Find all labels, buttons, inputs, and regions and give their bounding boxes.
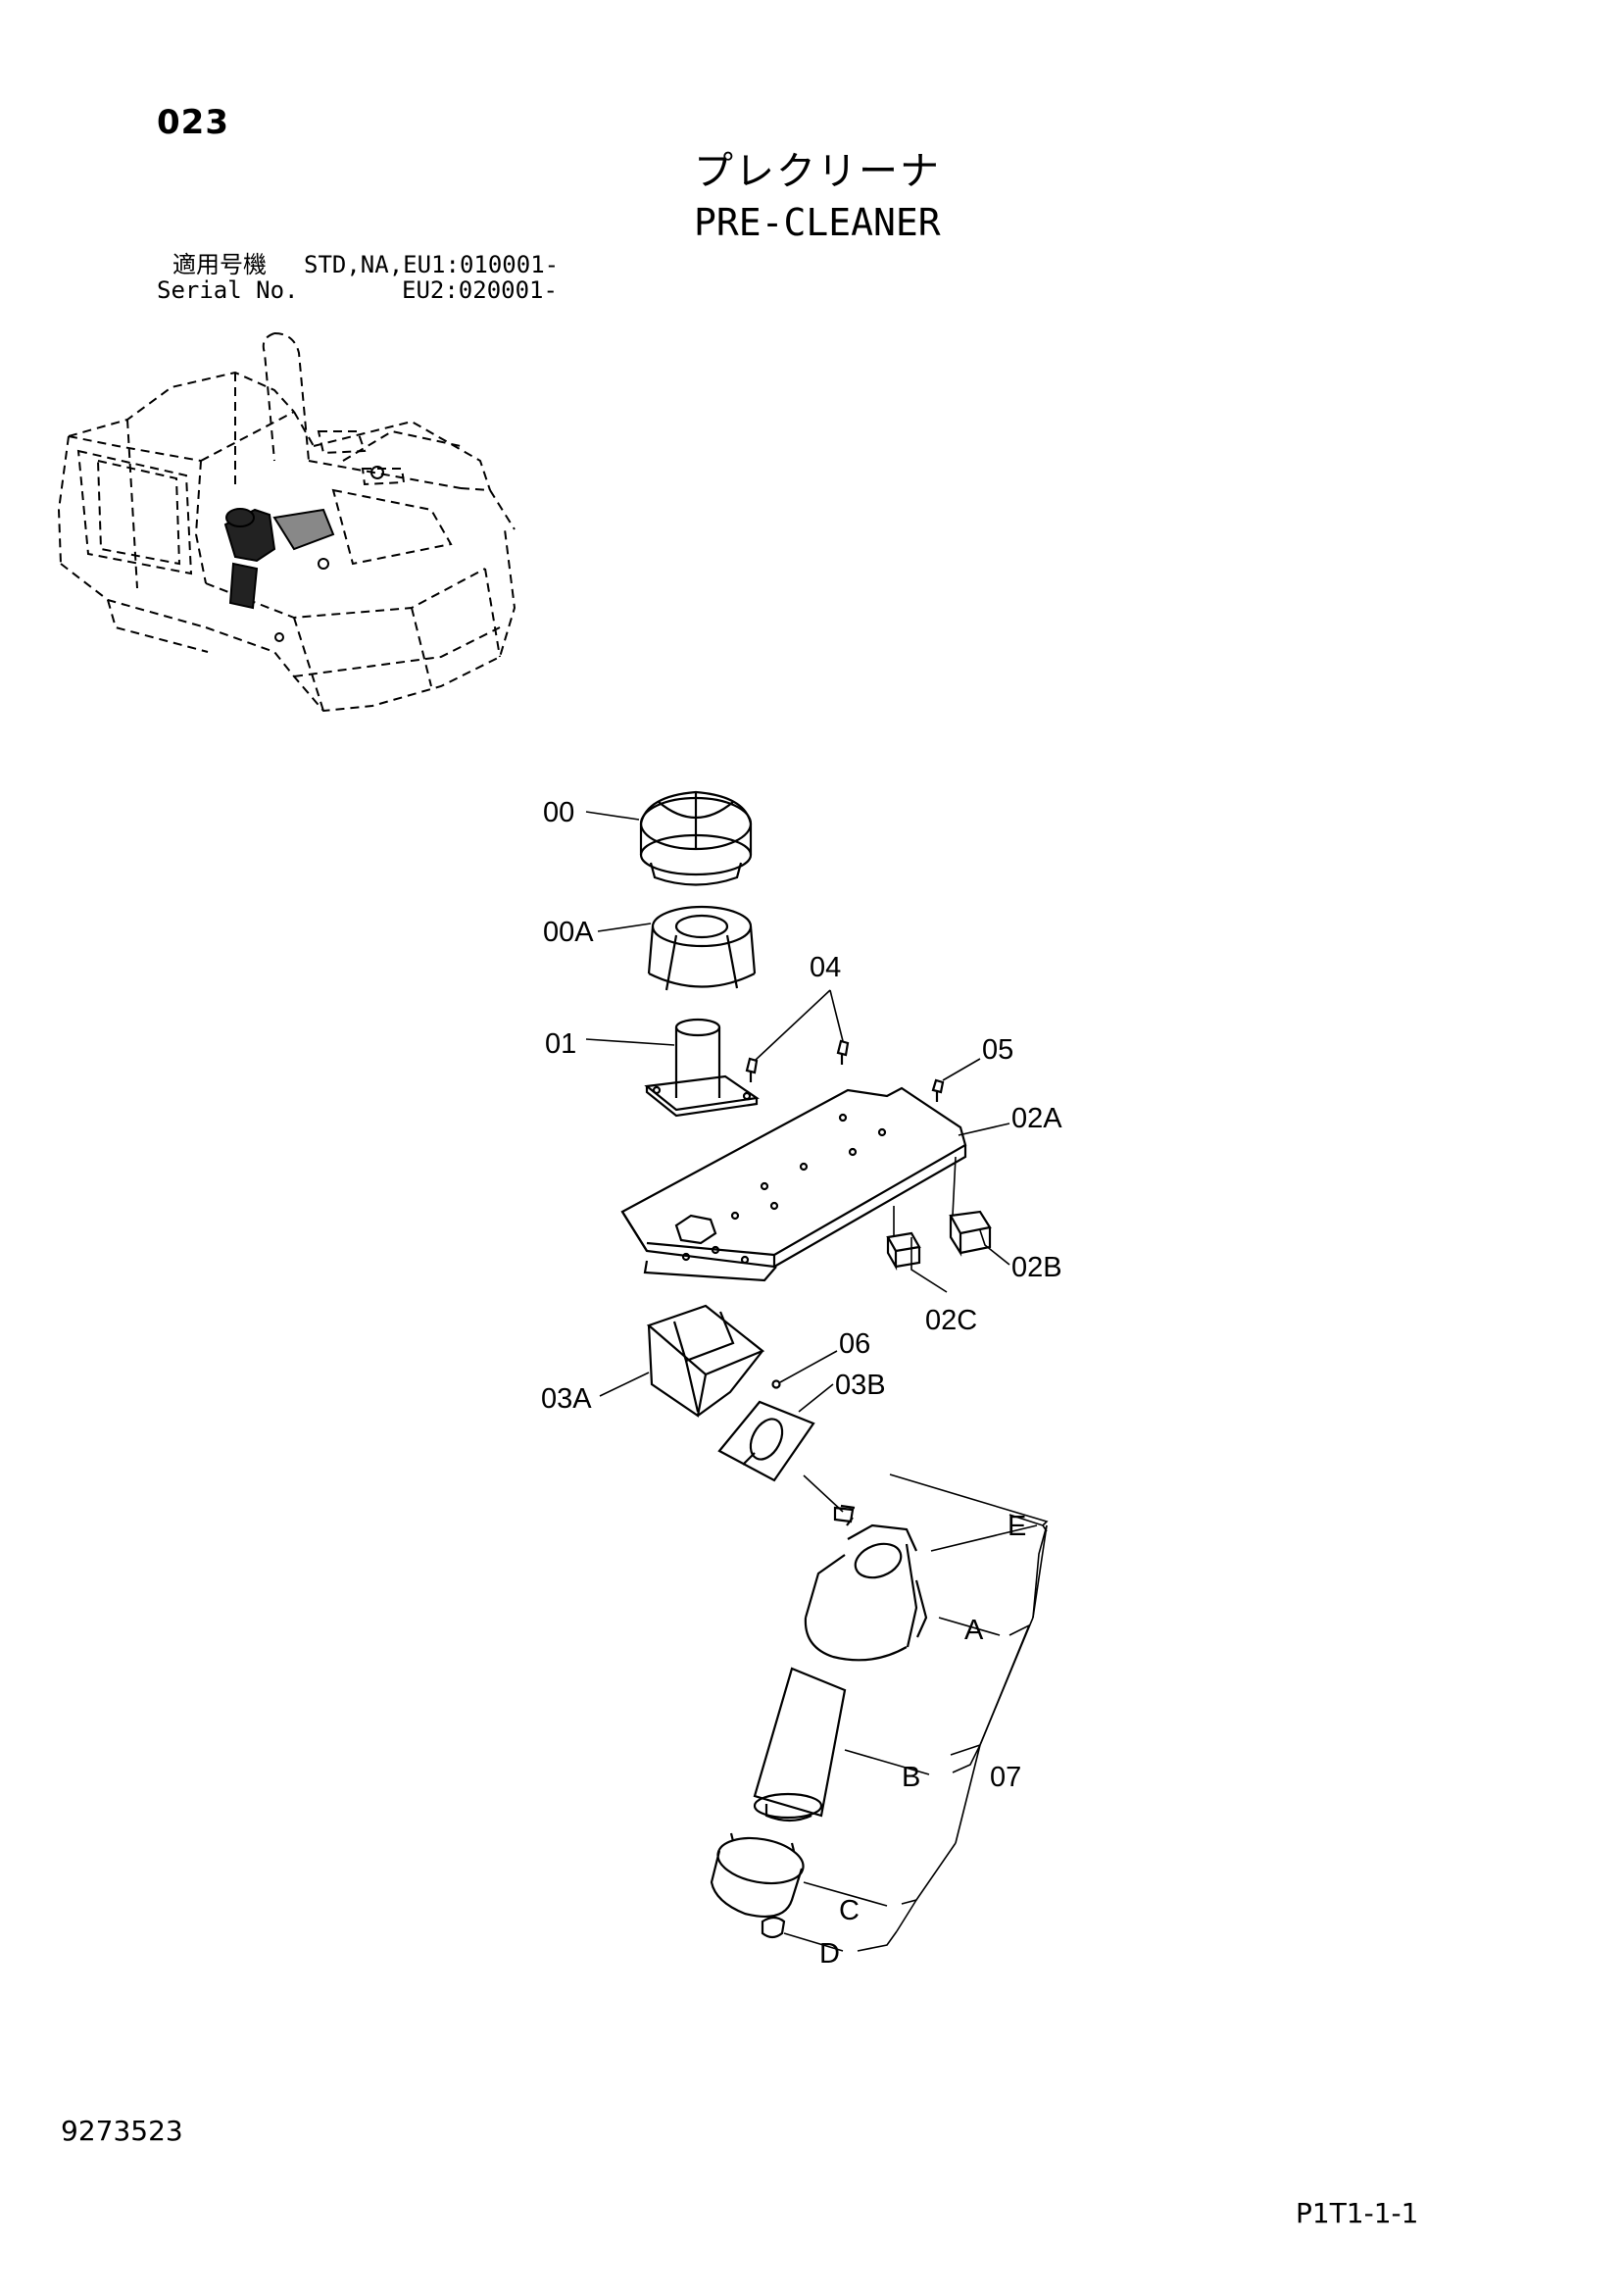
- serial-models-line1: STD,NA,EU1:010001-: [304, 251, 560, 278]
- part-07d-valve: [761, 1916, 786, 1939]
- title-english: PRE-CLEANER: [694, 201, 941, 244]
- callout-07: 07: [990, 1762, 1021, 1793]
- part-07b-filter-element: [753, 1667, 847, 1822]
- title-japanese: プレクリーナ: [694, 149, 941, 194]
- callout-00: 00: [543, 797, 574, 828]
- part-03b-sealing-plate: [717, 1400, 815, 1482]
- serial-models-line2: EU2:020001-: [402, 276, 558, 304]
- part-02a-mounting-plate: [620, 1086, 967, 1282]
- page-number: 023: [157, 103, 229, 142]
- part-07a-housing: [804, 1517, 928, 1662]
- part-03a-duct: [646, 1304, 765, 1418]
- part-06-screw: [771, 1379, 781, 1389]
- callout-e: E: [1008, 1511, 1026, 1542]
- callout-02c: 02C: [925, 1305, 977, 1336]
- callout-03b: 03B: [835, 1370, 886, 1401]
- callout-a: A: [964, 1615, 984, 1646]
- callout-d: D: [819, 1938, 840, 1970]
- callout-03a: 03A: [541, 1383, 592, 1415]
- callout-06: 06: [839, 1328, 870, 1360]
- serial-label-en: Serial No.: [157, 276, 299, 304]
- document-number: 9273523: [61, 2115, 183, 2147]
- part-04-bolts: [745, 1039, 850, 1082]
- callout-04: 04: [810, 952, 841, 983]
- callout-01: 01: [545, 1028, 576, 1060]
- part-00-rain-cap: [639, 790, 753, 886]
- part-07e-connector: [833, 1504, 856, 1523]
- callout-00a: 00A: [543, 917, 594, 948]
- callout-02a: 02A: [1011, 1103, 1062, 1134]
- part-02c-pad: [886, 1231, 921, 1272]
- callout-05: 05: [982, 1034, 1013, 1066]
- part-07c-cover: [710, 1832, 805, 1918]
- callout-02b: 02B: [1011, 1252, 1062, 1283]
- callout-b: B: [902, 1762, 920, 1793]
- serial-label-jp: 適用号機: [172, 251, 267, 278]
- part-02b-pad: [949, 1210, 992, 1257]
- sheet-reference: P1T1-1-1: [1296, 2197, 1419, 2229]
- part-05-bolt: [931, 1078, 945, 1102]
- part-00a-collar: [647, 905, 757, 991]
- callout-c: C: [839, 1895, 860, 1926]
- part-01-inlet-tube: [644, 1018, 760, 1118]
